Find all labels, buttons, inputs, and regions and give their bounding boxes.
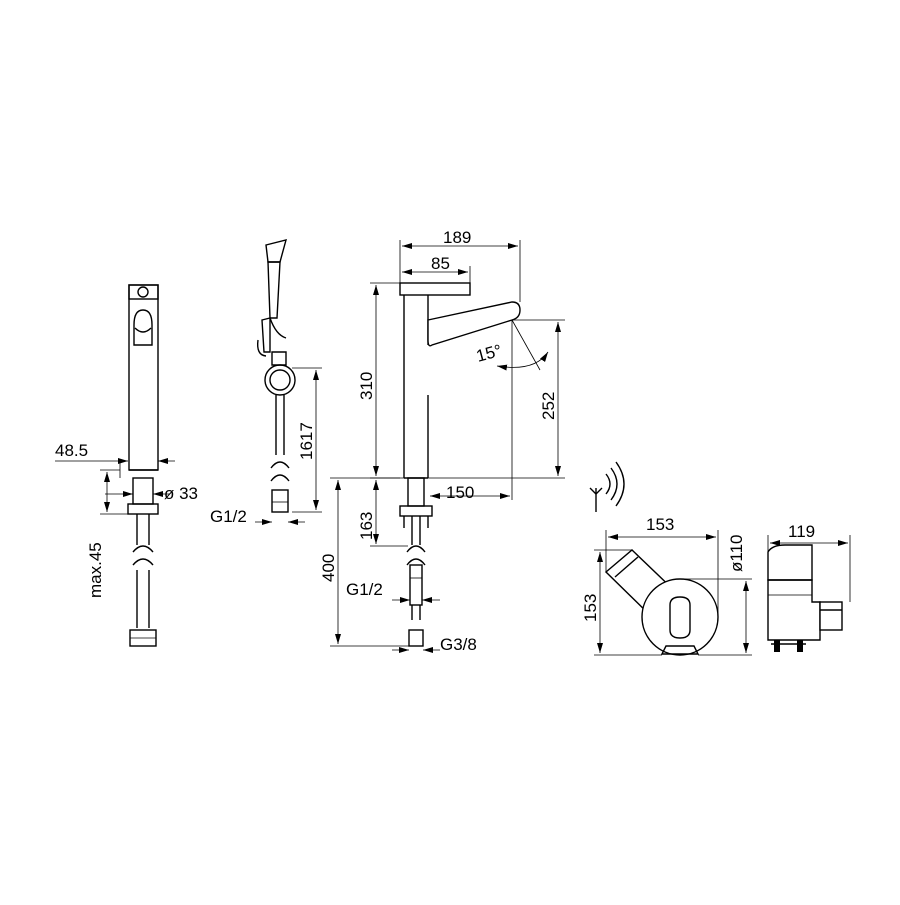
- dimension-153-width: 153: [605, 515, 719, 617]
- label-310: 310: [357, 372, 376, 400]
- label-153-height: 153: [581, 594, 600, 622]
- dimension-15-deg: 15°: [474, 319, 549, 500]
- label-119: 119: [788, 522, 815, 541]
- dimension-phi-110: ø110: [680, 535, 752, 656]
- label-max-45: max.45: [86, 542, 105, 598]
- dimension-252: 252: [428, 319, 565, 479]
- wireless-signal-icon: [589, 461, 625, 512]
- dimension-400: 400: [319, 477, 409, 647]
- dimension-G12-hose: G1/2: [210, 507, 305, 526]
- label-153-width: 153: [646, 515, 674, 534]
- label-1617: 1617: [297, 422, 316, 460]
- control-unit-front-view: [604, 549, 719, 656]
- dimension-85: 85: [402, 254, 471, 283]
- label-G12-supply: G1/2: [346, 580, 383, 599]
- label-15-deg: 15°: [474, 341, 504, 366]
- label-189: 189: [443, 228, 471, 247]
- dimension-189: 189: [399, 228, 521, 302]
- mixer-side-view: [127, 284, 159, 647]
- dimension-310: 310: [357, 282, 404, 479]
- label-phi-110: ø110: [727, 535, 746, 573]
- dimension-150: 150: [430, 483, 510, 502]
- label-phi-33: ø 33: [164, 484, 198, 503]
- dimension-163: 163: [357, 477, 408, 547]
- hand-shower-view: [256, 239, 296, 513]
- label-G12-hose: G1/2: [210, 507, 247, 526]
- dimension-153-height: 153: [581, 549, 662, 656]
- label-400: 400: [319, 554, 338, 582]
- mixer-front-view: [399, 282, 521, 647]
- control-unit-side-view: [767, 544, 843, 652]
- dimension-48-5: 48.5: [55, 441, 175, 478]
- label-150: 150: [446, 483, 474, 502]
- dimension-phi-33: ø 33: [105, 484, 198, 503]
- dimension-119: 119: [767, 522, 851, 602]
- dimension-G38: G3/8: [392, 635, 477, 654]
- dimension-1617: 1617: [292, 367, 322, 513]
- label-G38: G3/8: [440, 635, 477, 654]
- label-85: 85: [431, 254, 450, 273]
- label-163: 163: [357, 512, 376, 540]
- label-252: 252: [539, 392, 558, 420]
- label-48-5: 48.5: [55, 441, 88, 460]
- dimension-max-45: max.45: [86, 469, 128, 598]
- dimension-G12-supply: G1/2: [346, 580, 440, 603]
